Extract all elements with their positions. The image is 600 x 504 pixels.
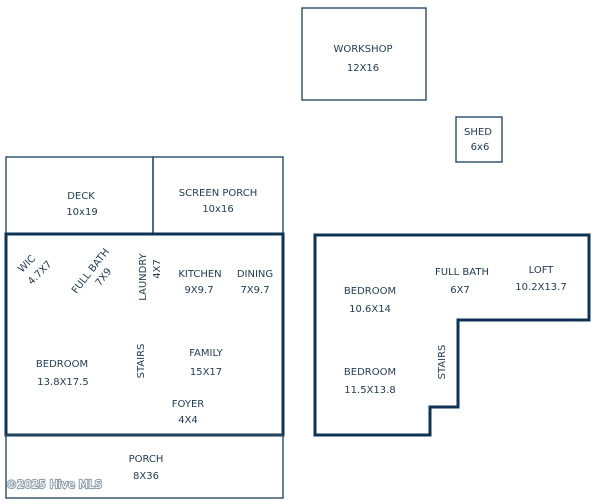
- stairs-upper-label: STAIRS: [437, 345, 448, 380]
- shed-size: 6x6: [471, 142, 490, 153]
- porch-label: PORCH: [129, 454, 164, 465]
- foyer-label: FOYER: [172, 399, 205, 410]
- full-bath-upper-size: 6X7: [450, 285, 470, 296]
- bedroom-main-label: BEDROOM: [36, 359, 88, 370]
- kitchen-label: KITCHEN: [178, 269, 221, 280]
- bedroom-upper-2-size: 11.5X13.8: [344, 385, 395, 396]
- workshop-label: WORKSHOP: [333, 44, 392, 55]
- upper-floor-outline: [313, 233, 591, 437]
- workshop-outline: [301, 7, 427, 101]
- porch-size: 8X36: [133, 471, 159, 482]
- workshop-size: 12X16: [347, 63, 379, 74]
- full-bath-upper-label: FULL BATH: [435, 267, 489, 278]
- shed-label: SHED: [464, 127, 492, 138]
- shed-outline: [455, 116, 503, 163]
- deck-label: DECK: [67, 191, 95, 202]
- dining-size: 7X9.7: [240, 285, 269, 296]
- foyer-size: 4X4: [178, 415, 198, 426]
- watermark: ©2025 Hive MLS: [6, 478, 102, 491]
- bedroom-upper-1-label: BEDROOM: [344, 286, 396, 297]
- bedroom-upper-2-label: BEDROOM: [344, 367, 396, 378]
- laundry-label: LAUNDRY: [138, 252, 149, 300]
- loft-label: LOFT: [529, 265, 555, 276]
- laundry-size: 4X7: [152, 259, 163, 279]
- kitchen-size: 9X9.7: [184, 285, 213, 296]
- porch-outline: [5, 434, 284, 499]
- deck-size: 10x19: [66, 207, 97, 218]
- family-label: FAMILY: [189, 348, 223, 359]
- family-size: 15X17: [190, 367, 222, 378]
- stairs-main-label: STAIRS: [136, 344, 147, 379]
- loft-size: 10.2X13.7: [515, 282, 566, 293]
- screen-porch-size: 10x16: [202, 204, 233, 215]
- bedroom-upper-1-size: 10.6X14: [349, 304, 391, 315]
- screen-porch-label: SCREEN PORCH: [179, 188, 257, 199]
- bedroom-main-size: 13.8X17.5: [37, 377, 88, 388]
- dining-label: DINING: [237, 269, 273, 280]
